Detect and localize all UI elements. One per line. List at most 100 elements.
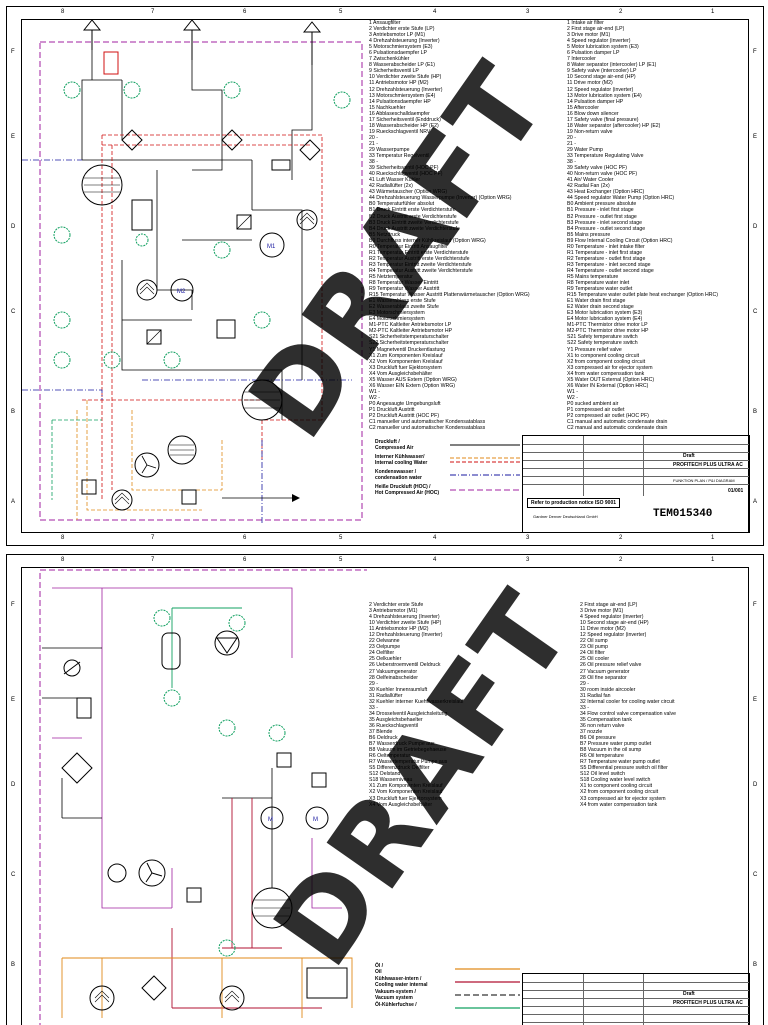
title-block-2: Draft PROFITECH PLUS ULTRA AC: [522, 973, 750, 1025]
valve-symbol: [311, 772, 327, 788]
valve-symbol: [216, 319, 236, 339]
internal-cooling-line: [76, 400, 223, 520]
intake-arrow-p0: [82, 20, 102, 50]
oil-sump-symbol: [306, 967, 348, 999]
pump-symbol: [107, 863, 127, 883]
oil-line: [61, 957, 353, 1018]
oil-filter-symbol: [141, 975, 167, 1001]
sensor-symbol: [268, 724, 286, 742]
water-separator-symbol: [121, 129, 143, 151]
line-legend-item: Vakuum-system / Vacuum system: [375, 989, 520, 1001]
valve-symbol: [276, 752, 292, 768]
compressed-air-line-2: [121, 170, 303, 420]
ruler-top: 8 7 6 5 4 3 2 1: [21, 7, 749, 20]
outlet-arrow-p1: [182, 20, 202, 60]
oil-filter-symbol: [61, 752, 93, 784]
sensor-symbol: [63, 81, 81, 99]
radial-fan-symbol: [134, 452, 160, 478]
title-block-1: Draft PROFITECH PLUS ULTRA AC FUNKTION P…: [522, 435, 750, 533]
water-separator-lp: [131, 199, 153, 231]
drive-motor-m1: M: [260, 806, 284, 830]
sensor-symbol: [223, 81, 241, 99]
compressed-air-line: [81, 50, 313, 210]
schematic-sheet-1: 8 7 6 5 4 3 2 1 F E D C B A F E D C B A …: [6, 6, 764, 546]
company-name: Gardner Denver Deutschland GmbH: [533, 514, 598, 519]
sensor-symbol: [53, 311, 71, 329]
drawing-title: PROFITECH PLUS ULTRA AC: [673, 1000, 743, 1006]
intake-filter-symbol: [103, 51, 119, 75]
outlet-arrow-x3: [222, 494, 300, 502]
line-legend-item: Druckluft / Compressed Air: [375, 439, 520, 451]
svg-text:M: M: [268, 817, 273, 823]
hoc-boundary: [39, 569, 367, 1025]
drive-motor-m1: M1: [259, 232, 285, 258]
aftercooler-symbol: [241, 379, 283, 421]
draft-label: Draft: [683, 991, 695, 997]
water-separator-symbol: [221, 129, 243, 151]
condensate-line: [22, 159, 352, 525]
vacuum-line: [42, 647, 273, 888]
draft-label: Draft: [683, 453, 695, 459]
line-type-legend-2: Öl / Oil Kühlwasser-intern / Cooling wat…: [375, 963, 520, 1015]
non-return-valve-symbol: [63, 659, 81, 677]
oil-pump-symbol: [89, 985, 115, 1011]
valve-symbol: [271, 159, 291, 171]
line-legend-item: Öl / Oil: [375, 963, 520, 975]
sensor-symbol: [103, 351, 121, 369]
cooling-water-line: [82, 134, 323, 500]
sensor-symbol: [253, 311, 271, 329]
sensor-symbol: [53, 226, 71, 244]
vacuum-generator-symbol: [214, 630, 240, 656]
drive-motor-m2: M: [305, 806, 329, 830]
green-line: [171, 607, 242, 688]
oil-pump-symbol: [219, 985, 245, 1011]
air-water-cooler-symbol: [167, 435, 197, 465]
sensor-symbol: [218, 939, 236, 957]
sensor-symbol: [213, 241, 231, 259]
sensor-symbol: [218, 719, 236, 737]
water-separator-symbol: [299, 139, 321, 161]
ruler-bottom: 8 7 6 5 4 3 2 1: [21, 532, 749, 545]
sheet-number: 01/001: [728, 488, 744, 494]
svg-text:M: M: [313, 817, 318, 823]
water-pump-symbol: [111, 489, 133, 511]
oil-cooler-symbol: [251, 887, 293, 929]
pid-diagram-1: M1 M2: [22, 20, 363, 525]
production-notice: Refer to production notice ISO 9001: [527, 498, 621, 508]
air-end-hp: [136, 279, 158, 301]
ruler-left: F E D C B: [7, 567, 22, 1025]
speed-regulator-symbol: [146, 329, 162, 345]
line-legend-item: Kondenswasser / condensation water: [375, 469, 520, 481]
air-end-lp: [296, 209, 318, 231]
cooling-water-line: [171, 798, 322, 1009]
hot-air-line: [52, 587, 342, 909]
svg-text:M1: M1: [267, 244, 276, 250]
drawing-number: TEM015340: [653, 508, 713, 520]
drive-motor-m2: M2: [170, 278, 194, 302]
drawing-title: PROFITECH PLUS ULTRA AC: [673, 462, 743, 468]
line-type-legend-1: Druckluft / Compressed Air Interner Kühl…: [375, 439, 520, 499]
valve-symbol: [81, 479, 97, 495]
drawing-subtitle: FUNKTION PLAN / P&I DIAGRAM: [673, 478, 735, 483]
pid-diagram-2: M M: [39, 569, 367, 1025]
schematic-sheet-2: 8 7 6 5 4 3 2 1 F E D C B F E D C B: [6, 554, 764, 1025]
valve-symbol: [181, 489, 197, 505]
ruler-right: F E D C B A: [748, 19, 763, 533]
valve-symbol: [186, 887, 202, 903]
outlet-arrow-p2: [302, 21, 322, 65]
line-legend-item: Kühlwasser-intern / Cooling water intern…: [375, 976, 520, 988]
ruler-top: 8 7 6 5 4 3 2 1: [21, 555, 749, 568]
sensor-symbol: [153, 609, 171, 627]
nozzle-symbol: [76, 697, 92, 719]
radial-fan-symbol: [138, 859, 166, 887]
flow-line-green: [51, 419, 102, 500]
sensor-symbol: [53, 351, 71, 369]
oil-separator-symbol: [161, 632, 181, 670]
ruler-left: F E D C B A: [7, 19, 22, 533]
line-legend-item: Öl-Kühlerfuchse /: [375, 1002, 520, 1009]
speed-regulator-symbol: [236, 214, 252, 230]
hoc-boundary: [39, 41, 363, 521]
